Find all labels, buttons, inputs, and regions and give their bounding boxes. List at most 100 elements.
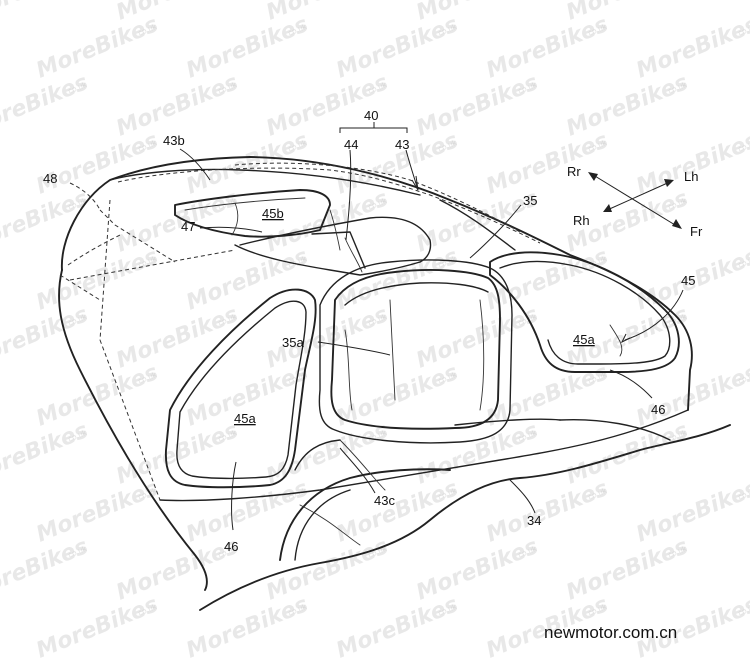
arrow-front-icon: [672, 219, 682, 229]
arrow-left-icon: [664, 179, 674, 187]
watermark-text: MoreBikes: [333, 476, 462, 547]
frame-34: [199, 424, 731, 611]
watermark-text: MoreBikes: [563, 70, 692, 141]
watermark-text: MoreBikes: [113, 70, 242, 141]
lower-body-43c: [159, 409, 689, 561]
watermark-text: MoreBikes: [183, 128, 312, 199]
watermark-text: MoreBikes: [483, 12, 612, 83]
label-45a-right: 45a: [573, 332, 595, 347]
arrow-right-icon: [603, 204, 612, 212]
arrow-rear-icon: [588, 172, 598, 181]
seat-cowl-outline: [58, 156, 693, 591]
watermark-text: MoreBikes: [483, 128, 612, 199]
watermark-text: MoreBikes: [563, 534, 692, 605]
label-43: 43: [395, 137, 409, 152]
label-45a-left: 45a: [234, 411, 256, 426]
upper-opening-45b: [174, 189, 331, 238]
label-44: 44: [344, 137, 358, 152]
watermark-text: MoreBikes: [413, 534, 542, 605]
watermark-text: MoreBikes: [0, 0, 92, 26]
dir-right: Rh: [573, 213, 590, 228]
seat-pad-44: [234, 209, 432, 276]
watermark-text: MoreBikes: [413, 302, 542, 373]
watermark-text: MoreBikes: [483, 244, 612, 315]
watermark-text: MoreBikes: [263, 70, 392, 141]
label-40: 40: [364, 108, 378, 123]
watermark-text: MoreBikes: [333, 592, 462, 663]
watermark-text: MoreBikes: [483, 476, 612, 547]
direction-indicator: Rr Lh Rh Fr: [567, 164, 703, 239]
label-46-right: 46: [651, 402, 665, 417]
label-47: 47: [181, 219, 195, 234]
watermark-text: MoreBikes: [633, 128, 750, 199]
watermark-text: MoreBikes: [33, 244, 162, 315]
watermark-text: MoreBikes: [633, 476, 750, 547]
watermark-text: MoreBikes: [33, 360, 162, 431]
watermark-text: MoreBikes: [33, 476, 162, 547]
watermark-text: MoreBikes: [333, 244, 462, 315]
leader-lines: [69, 122, 684, 531]
watermark-text: MoreBikes: [33, 12, 162, 83]
dir-left: Lh: [684, 169, 698, 184]
center-hump-35: [318, 259, 513, 444]
label-35a: 35a: [282, 335, 304, 350]
label-35: 35: [523, 193, 537, 208]
watermark-text: MoreBikes: [633, 12, 750, 83]
label-48: 48: [43, 171, 57, 186]
right-opening-45a: [489, 251, 680, 373]
watermark-text: MoreBikes: [333, 360, 462, 431]
reference-labels: 40 43 43b 44 48 45b 47 35 35a 45 45a 46 …: [43, 108, 695, 554]
watermark-text: MoreBikes: [113, 302, 242, 373]
label-43c: 43c: [374, 493, 395, 508]
watermark-text: MoreBikes: [333, 12, 462, 83]
watermark-text: MoreBikes: [183, 244, 312, 315]
watermark-text: MoreBikes: [113, 534, 242, 605]
label-46-left: 46: [224, 539, 238, 554]
watermark-text: MoreBikes: [183, 592, 312, 663]
label-45: 45: [681, 273, 695, 288]
dir-front: Fr: [690, 224, 703, 239]
dir-rear: Rr: [567, 164, 581, 179]
site-credit: newmotor.com.cn: [544, 623, 677, 642]
label-34: 34: [527, 513, 541, 528]
watermark-text: MoreBikes: [33, 592, 162, 663]
label-45b: 45b: [262, 206, 284, 221]
watermark-text: MoreBikes: [183, 12, 312, 83]
label-43b: 43b: [163, 133, 185, 148]
left-opening-45a: [164, 288, 317, 489]
watermark-text: MoreBikes: [413, 70, 542, 141]
